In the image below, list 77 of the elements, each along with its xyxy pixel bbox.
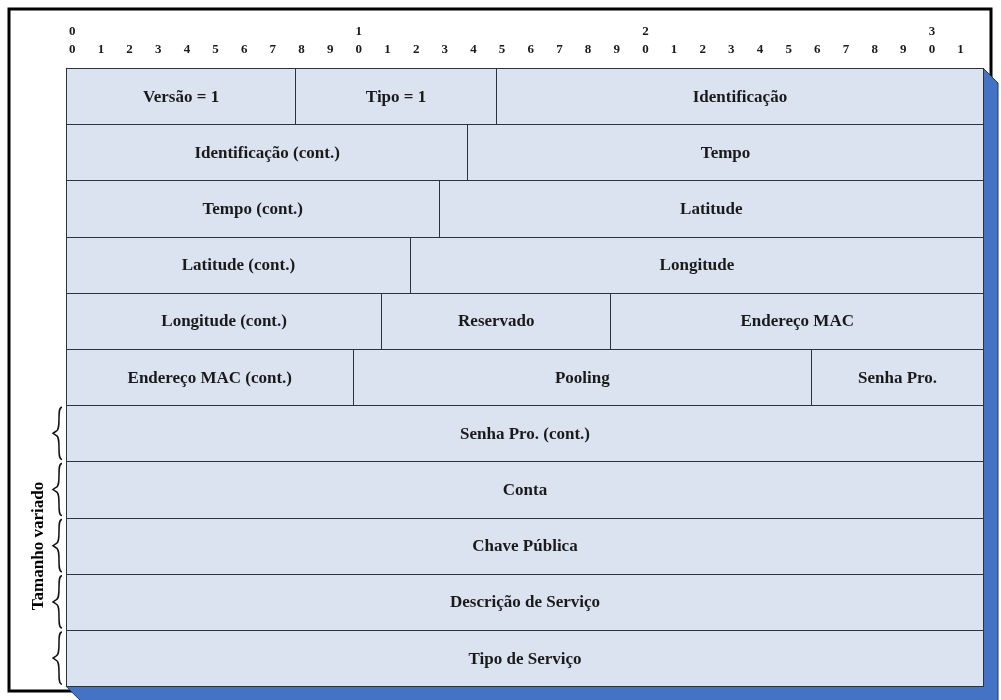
bit-number: 3 bbox=[441, 42, 449, 56]
bit-number: 5 bbox=[785, 42, 792, 56]
field-name: Descrição de Serviço bbox=[449, 592, 601, 613]
field-cell bbox=[352, 349, 813, 407]
bit-number: 7 bbox=[269, 42, 277, 56]
bit-number: 5 bbox=[498, 42, 506, 56]
field-cell bbox=[66, 180, 440, 238]
field-name: Tipo = 1 bbox=[365, 86, 427, 107]
field-cell bbox=[66, 68, 297, 126]
field-cell bbox=[811, 349, 984, 407]
vertical-label: Tamanho variado bbox=[28, 481, 48, 610]
field-cell bbox=[66, 461, 984, 519]
field-cell bbox=[610, 292, 984, 350]
field-cell bbox=[66, 517, 984, 575]
field-cell bbox=[495, 68, 984, 126]
bit-number: 4 bbox=[756, 42, 764, 56]
field-name: Latitude (cont.) bbox=[181, 255, 296, 276]
field-name: Longitude (cont.) bbox=[161, 311, 287, 332]
field-cell bbox=[409, 236, 984, 294]
bit-number: 6 bbox=[527, 42, 534, 56]
field-name: Senha Pro. bbox=[858, 367, 938, 388]
field-cell bbox=[467, 124, 984, 182]
bit-tens-digit: 2 bbox=[642, 24, 649, 38]
field-name: Tempo (cont.) bbox=[202, 199, 303, 219]
field-name: Reservado bbox=[458, 311, 535, 332]
bit-number: 8 bbox=[298, 42, 305, 56]
bit-tens-digit: 3 bbox=[928, 24, 936, 38]
bit-number: 8 bbox=[871, 42, 878, 56]
field-name: Tempo bbox=[700, 142, 751, 163]
field-name: Endereço MAC bbox=[740, 311, 854, 332]
field-name: Senha Pro. (cont.) bbox=[460, 423, 590, 444]
bit-number: 3 bbox=[154, 42, 162, 56]
field-name: Chave Pública bbox=[472, 536, 578, 557]
field-name: Longitude bbox=[659, 255, 735, 276]
bit-number: 8 bbox=[584, 42, 592, 56]
bit-number: 6 bbox=[814, 42, 821, 56]
field-name: Pooling bbox=[554, 367, 610, 388]
bit-number: 9 bbox=[613, 42, 620, 56]
field-cell bbox=[295, 68, 497, 126]
bit-number: 1 bbox=[97, 42, 105, 56]
bit-number: 7 bbox=[842, 42, 850, 56]
field-cell bbox=[66, 124, 469, 182]
field-cell bbox=[66, 405, 984, 463]
bit-number: 0 bbox=[355, 42, 363, 56]
field-cell bbox=[66, 236, 411, 294]
field-cell bbox=[66, 573, 984, 631]
field-name: Endereço MAC (cont.) bbox=[127, 367, 292, 388]
bit-tens-digit: 0 bbox=[69, 24, 76, 38]
field-name: Identificação (cont.) bbox=[194, 142, 340, 163]
bit-number: 4 bbox=[183, 42, 191, 56]
field-cell bbox=[66, 630, 984, 688]
bit-number: 0 bbox=[69, 42, 76, 56]
bit-number: 7 bbox=[556, 42, 563, 56]
bit-number: 9 bbox=[326, 42, 334, 56]
bit-number: 1 bbox=[957, 42, 964, 56]
field-cell bbox=[66, 292, 383, 350]
field-name: Conta bbox=[502, 480, 548, 500]
bit-number: 0 bbox=[642, 42, 649, 56]
field-name: Versão = 1 bbox=[143, 86, 220, 107]
bit-number: 3 bbox=[728, 42, 735, 56]
field-cell bbox=[438, 180, 984, 238]
bit-number: 9 bbox=[900, 42, 907, 56]
bit-tens-digit: 1 bbox=[355, 24, 363, 38]
bit-number: 1 bbox=[384, 42, 391, 56]
bit-number: 1 bbox=[670, 42, 678, 56]
field-name: Tipo de Serviço bbox=[468, 648, 582, 669]
bit-number: 5 bbox=[212, 42, 219, 56]
bit-number: 2 bbox=[412, 42, 420, 56]
field-cell bbox=[66, 349, 354, 407]
bit-number: 6 bbox=[240, 42, 248, 56]
field-cell bbox=[381, 292, 612, 350]
field-name: Identificação bbox=[692, 86, 788, 107]
bit-number: 2 bbox=[699, 42, 706, 56]
bit-number: 4 bbox=[470, 42, 477, 56]
bit-number: 0 bbox=[928, 42, 936, 56]
field-name: Latitude bbox=[680, 199, 743, 219]
bit-number: 2 bbox=[126, 42, 133, 56]
